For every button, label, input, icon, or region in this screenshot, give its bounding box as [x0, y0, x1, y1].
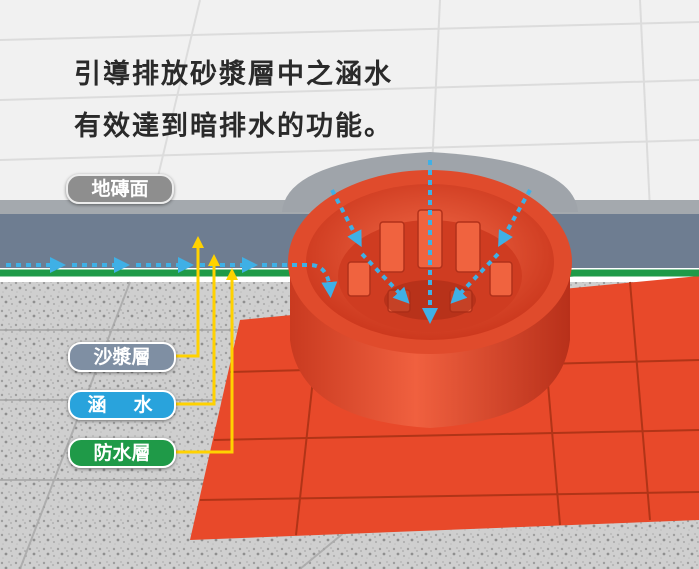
headline-line-2: 有效達到暗排水的功能。: [74, 111, 393, 142]
mortar-layer-label: 沙漿層: [68, 342, 176, 372]
water-flow-arrows: [6, 160, 532, 324]
leader-arrowheads: [192, 236, 238, 280]
headline-line-1: 引導排放砂漿層中之涵水: [74, 59, 393, 90]
seep-water-label: 涵 水: [68, 390, 176, 420]
drain-body: [288, 170, 572, 428]
leader-lines: [172, 244, 234, 454]
waterproof-layer-label: 防水層: [68, 438, 176, 468]
tile-surface-label: 地磚面: [66, 174, 174, 204]
